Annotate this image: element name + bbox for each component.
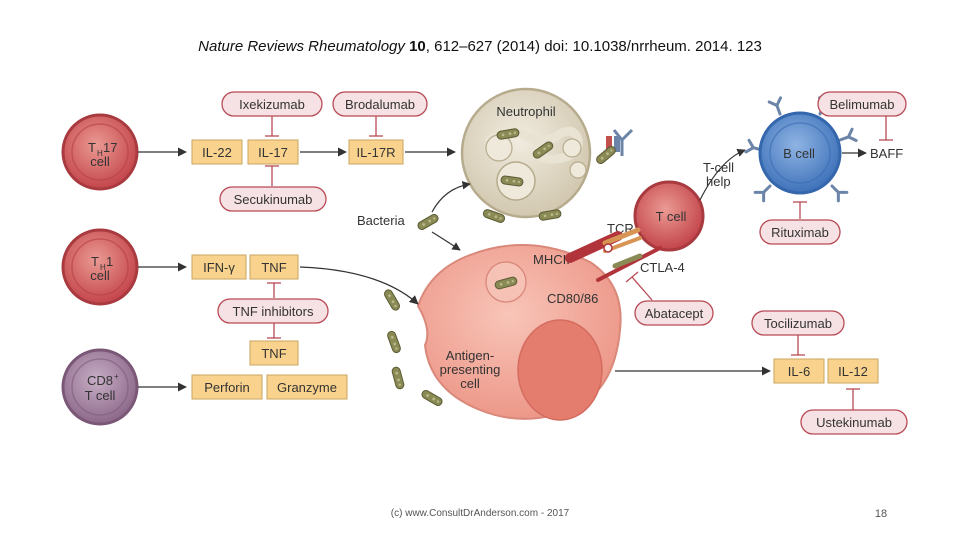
drug-belimumab: Belimumab (817, 91, 907, 117)
svg-text:TNF inhibitors: TNF inhibitors (233, 304, 314, 319)
cd8-t-cell: CD8 + T cell (61, 348, 139, 426)
svg-text:Belimumab: Belimumab (829, 97, 894, 112)
svg-text:Ustekinumab: Ustekinumab (816, 415, 892, 430)
b-cell: B cell (744, 96, 858, 203)
svg-text:IL-17R: IL-17R (356, 145, 395, 160)
inhibition-tocilizumab (791, 335, 805, 356)
th1-label-h: H (100, 263, 106, 272)
drug-ixekizumab: Ixekizumab (221, 91, 323, 117)
arrow-cytokines-apc (299, 266, 419, 305)
drug-rituximab: Rituximab (759, 219, 841, 245)
svg-text:Ixekizumab: Ixekizumab (239, 97, 305, 112)
svg-text:Secukinumab: Secukinumab (234, 192, 313, 207)
cytokine-baff: BAFF (870, 146, 903, 161)
th17-label-t: T (88, 140, 96, 155)
inhibition-belimumab (879, 116, 893, 141)
inhibition-rituximab (793, 201, 807, 219)
receptor-il17r: IL-17R (348, 139, 404, 165)
t-cell-label: T cell (656, 209, 687, 224)
th17-label-h: H (97, 149, 103, 158)
svg-text:Abatacept: Abatacept (645, 306, 704, 321)
arrow-tcell-help (699, 148, 746, 201)
th1-label-cell: cell (90, 268, 110, 283)
drug-abatacept: Abatacept (634, 300, 714, 326)
drug-brodalumab: Brodalumab (332, 91, 428, 117)
cd80-label: CD80/86 (547, 291, 598, 306)
svg-text:IL-6: IL-6 (788, 364, 810, 379)
t-cell: T cell (633, 180, 705, 252)
cytokine-il17: IL-17 (247, 139, 299, 165)
footer-credit: (c) www.ConsultDrAnderson.com - 2017 (390, 508, 570, 519)
cytokine-il22: IL-22 (191, 139, 243, 165)
bacteria-label: Bacteria (357, 213, 405, 228)
inhibition-lines-top (265, 116, 383, 186)
inhibition-tnf-inhibitors (267, 282, 281, 339)
cd8-label-tcell: T cell (85, 388, 116, 403)
th1-label-num: 1 (106, 254, 113, 269)
antibody-icon (606, 128, 634, 156)
drug-ustekinumab: Ustekinumab (800, 409, 908, 435)
svg-text:Granzyme: Granzyme (277, 380, 337, 395)
cd8-label-plus: + (114, 372, 119, 381)
th1-cell: T H 1 cell (61, 228, 139, 306)
ctla4-label: CTLA-4 (640, 260, 685, 275)
bacterium-icon (390, 365, 406, 391)
cytokine-il6: IL-6 (773, 358, 825, 384)
svg-text:TNF: TNF (261, 346, 286, 361)
th17-cell: T H 17 cell (61, 113, 139, 191)
svg-text:Rituximab: Rituximab (771, 225, 829, 240)
svg-text:IFN-γ: IFN-γ (203, 260, 235, 275)
bacterium-icon (382, 287, 402, 313)
b-cell-label: B cell (783, 146, 815, 161)
cytokine-il12: IL-12 (827, 358, 879, 384)
th1-label-t: T (91, 254, 99, 269)
bacterium-icon (415, 212, 441, 232)
svg-text:IL-17: IL-17 (258, 145, 288, 160)
apc-label-3: cell (460, 376, 480, 391)
antigen-presenting-cell: Antigen- presenting cell (416, 244, 622, 421)
citation-pages: , 612–627 (2014) doi: 10.1038/nrrheum. 2… (425, 38, 762, 55)
inhibition-ustekinumab (846, 388, 860, 410)
apc-label-1: Antigen- (446, 348, 494, 363)
inhibition-abatacept (625, 271, 653, 301)
arrow-bacteria-neutrophil (431, 181, 471, 213)
drug-secukinumab: Secukinumab (219, 186, 327, 212)
tcell-help-label-2: help (706, 174, 731, 189)
mhcii-label: MHCII (533, 252, 570, 267)
svg-text:Brodalumab: Brodalumab (345, 97, 415, 112)
mhcii-tcr-complex (565, 227, 662, 282)
svg-text:Perforin: Perforin (204, 380, 250, 395)
tcell-help-label-1: T-cell (703, 160, 734, 175)
th17-label-num: 17 (103, 140, 117, 155)
cytokine-perforin: Perforin (191, 374, 263, 400)
neutrophil: Neutrophil (460, 87, 592, 219)
svg-text:IL-22: IL-22 (202, 145, 232, 160)
bacterium-icon (385, 329, 403, 355)
cytokine-tnf: TNF (249, 254, 299, 280)
svg-text:IL-12: IL-12 (838, 364, 868, 379)
th17-label-cell: cell (90, 154, 110, 169)
drug-tnf-inhibitors: TNF inhibitors (217, 298, 329, 324)
cytokine-granzyme: Granzyme (266, 374, 348, 400)
cytokine-tnf-2: TNF (249, 340, 299, 366)
page-number: 18 (874, 508, 888, 520)
bacterium-icon (419, 388, 445, 408)
citation: Nature Reviews Rheumatology 10, 612–627 … (0, 38, 960, 55)
arrow-bacteria-apc (431, 231, 461, 251)
cytokine-ifn-gamma: IFN-γ (191, 254, 247, 280)
neutrophil-label: Neutrophil (496, 104, 555, 119)
citation-journal: Nature Reviews Rheumatology (198, 38, 405, 55)
cd8-label: CD8 (87, 373, 113, 388)
drug-tocilizumab: Tocilizumab (751, 310, 845, 336)
svg-text:TNF: TNF (261, 260, 286, 275)
svg-text:Tocilizumab: Tocilizumab (764, 316, 832, 331)
citation-volume: 10 (409, 38, 426, 55)
apc-label-2: presenting (440, 362, 501, 377)
